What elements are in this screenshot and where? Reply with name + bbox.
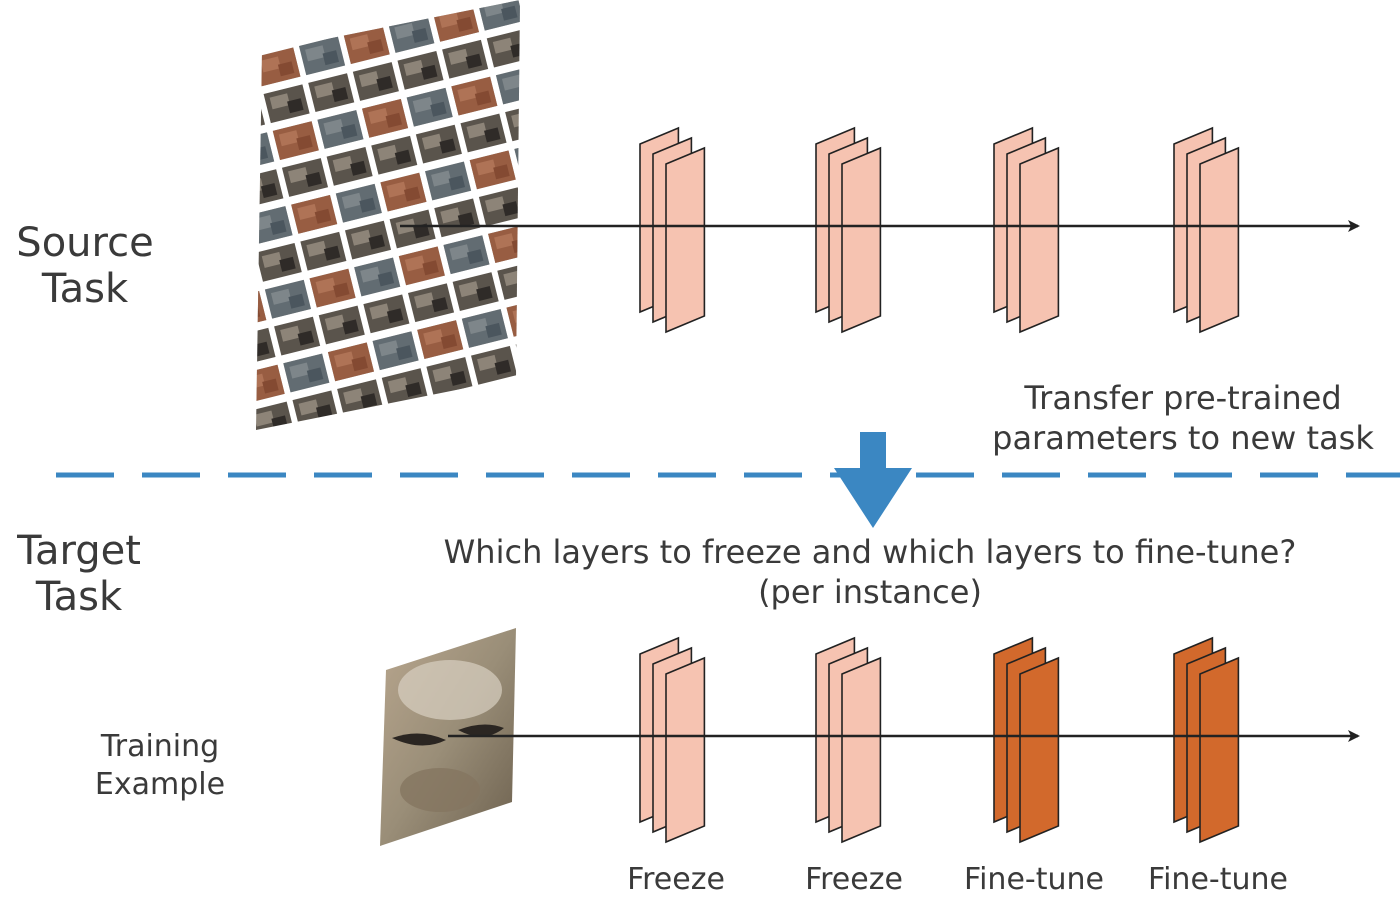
target-task-label: Target Task xyxy=(4,528,154,620)
transfer-note-line1: Transfer pre-trained xyxy=(1024,379,1342,417)
source-layer-3 xyxy=(993,126,1060,334)
target-task-label-line1: Target xyxy=(17,528,141,574)
source-layer-4 xyxy=(1173,126,1240,334)
source-layer-2 xyxy=(815,126,882,334)
target-layer-2 xyxy=(815,636,882,844)
dataset-mosaic-image xyxy=(256,0,520,430)
source-pipeline xyxy=(400,126,1360,334)
transfer-note: Transfer pre-trained parameters to new t… xyxy=(968,378,1398,458)
source-task-label-line2: Task xyxy=(41,266,129,312)
training-example-line1: Training xyxy=(100,729,220,764)
transfer-note-line2: parameters to new task xyxy=(992,419,1374,457)
source-task-label-line1: Source xyxy=(16,220,154,266)
layer-label-1: Freeze xyxy=(627,862,725,897)
training-example-line2: Example xyxy=(94,767,226,802)
target-layer-3 xyxy=(993,636,1060,844)
layer-label-4: Fine-tune xyxy=(1148,862,1288,897)
layer-label-2: Freeze xyxy=(805,862,903,897)
target-layer-1 xyxy=(639,636,706,844)
target-task-label-line2: Task xyxy=(35,574,123,620)
source-layer-1 xyxy=(639,126,706,334)
layer-question-line1: Which layers to freeze and which layers … xyxy=(443,533,1297,571)
layer-question-line2: (per instance) xyxy=(758,573,982,611)
source-task-label: Source Task xyxy=(10,220,160,312)
target-pipeline xyxy=(448,636,1360,844)
training-example-label: Training Example xyxy=(70,728,250,804)
layer-label-3: Fine-tune xyxy=(964,862,1104,897)
target-layer-4 xyxy=(1173,636,1240,844)
layer-question: Which layers to freeze and which layers … xyxy=(380,532,1360,612)
transfer-arrow xyxy=(834,432,912,528)
